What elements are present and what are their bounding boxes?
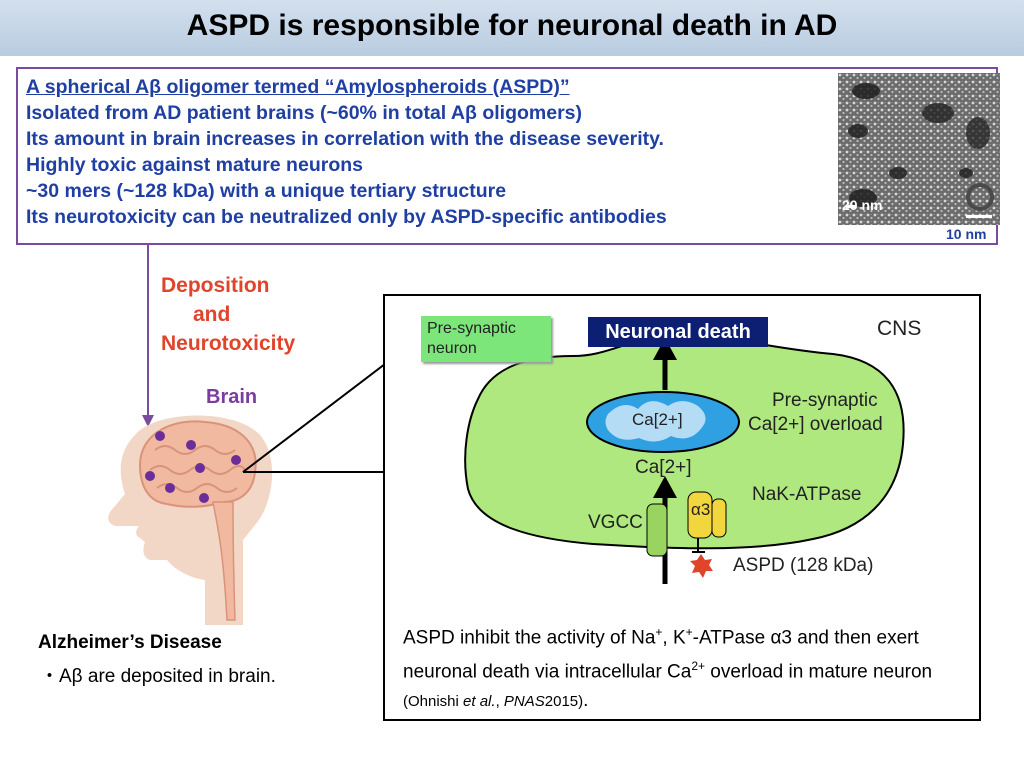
info-line-3: Its amount in brain increases in correla… [26,128,664,150]
cns-label: CNS [877,317,922,340]
ca-store-lumen [605,401,706,442]
em-scale-label-inset: 10 nm [946,226,987,242]
desc-part-1: ASPD inhibit the activity of Na [403,627,656,649]
ad-title: Alzheimer’s Disease [38,632,222,653]
slide-title: ASPD is responsible for neuronal death i… [186,9,838,42]
citation: (Ohnishi et al., PNAS2015) [403,693,583,710]
info-box: A spherical Aβ oligomer termed “Amylosph… [16,67,998,245]
deposition-arrow [142,245,154,427]
pre-synaptic-line-1: Pre-synaptic [427,320,516,337]
desc-part-5: . [583,689,589,711]
desc-sup-2: + [685,625,693,639]
vgcc-channel [646,503,668,557]
alpha3-label: α3 [691,500,711,519]
citation-mid: , [495,692,504,710]
brain-label: Brain [206,386,258,408]
info-line-1: A spherical Aβ oligomer termed “Amylosph… [26,76,570,98]
ca-inner-label: Ca[2+] [632,410,683,429]
title-bar [0,0,1024,56]
desc-part-2: , K [662,627,686,649]
ad-note: ・Aβ are deposited in brain. [40,666,276,687]
overload-line-1: Pre-synaptic [772,390,878,411]
info-line-4: Highly toxic against mature neurons [26,154,363,176]
em-micrograph [838,73,1000,225]
neuronal-death-label: Neuronal death [588,317,768,347]
arrow-label-and: and [193,303,231,326]
nak-atpase-beta [711,498,727,538]
desc-sup-3: 2+ [691,659,706,674]
desc-sup-1: + [655,625,663,639]
nak-atpase-label: NaK-ATPase [752,484,862,505]
citation-journal: PNAS [503,692,545,710]
head-brain-illustration [108,415,273,625]
citation-etal: et al. [463,692,496,710]
aspd-label: ASPD (128 kDa) [733,555,874,576]
info-line-6: Its neurotoxicity can be neutralized onl… [26,206,667,228]
info-lines: A spherical Aβ oligomer termed “Amylosph… [26,74,667,230]
vgcc-label: VGCC [588,512,643,533]
arrow-label-deposition: Deposition [161,274,270,297]
plaque-markers [145,431,241,503]
em-scale-label-main: 20 nm [842,197,883,213]
desc-part-3: -ATPase α3 and then exert neuronal death… [403,627,919,683]
arrow-label-neurotoxicity: Neurotoxicity [161,332,296,355]
citation-post: 2015) [544,692,584,710]
info-line-2: Isolated from AD patient brains (~60% in… [26,102,582,124]
overload-line-2: Ca[2+] overload [748,414,883,435]
desc-part-4: overload in mature neuron [705,661,933,683]
ca-label: Ca[2+] [635,457,692,478]
pre-synaptic-neuron-label: Pre-synaptic neuron [421,316,551,362]
pre-synaptic-line-2: neuron [427,340,477,357]
brain-stem [212,501,236,621]
neuron-cell-diagram [464,334,905,584]
citation-pre: (Ohnishi [403,692,464,710]
info-line-5: ~30 mers (~128 kDa) with a unique tertia… [26,180,507,202]
mechanism-description: ASPD inhibit the activity of Na+, K+-ATP… [403,618,963,716]
aspd-particle [690,554,713,578]
